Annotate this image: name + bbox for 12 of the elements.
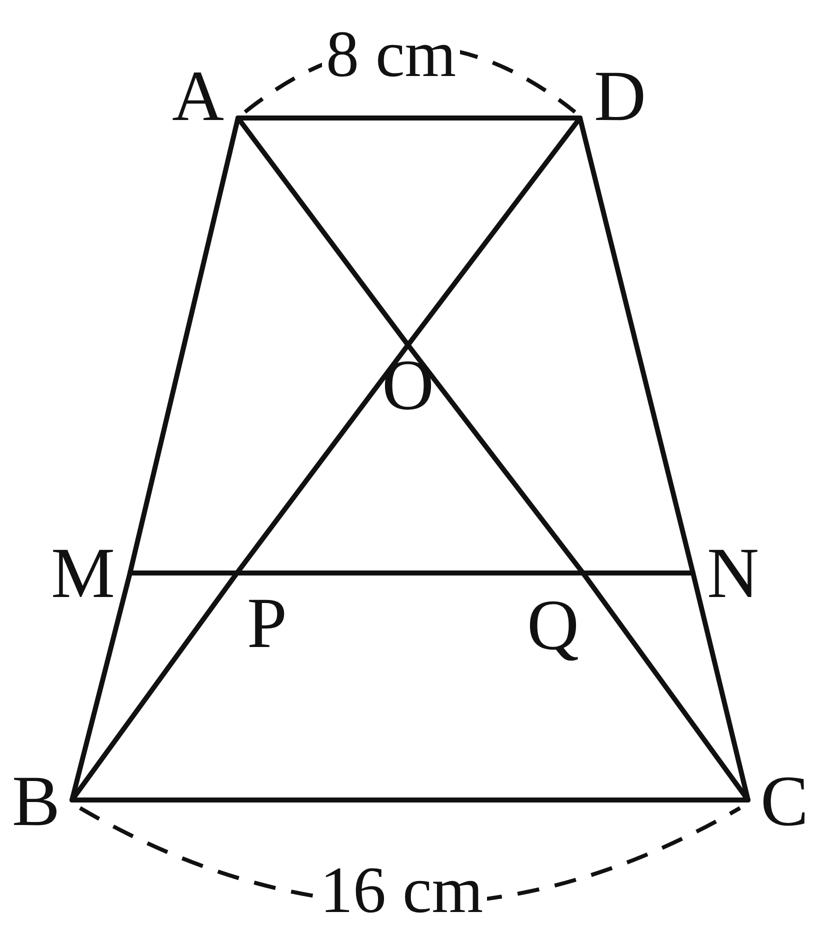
point-label: B xyxy=(0,768,72,834)
line-segment xyxy=(236,116,582,120)
point-label: A xyxy=(158,68,238,124)
line-segment xyxy=(406,116,582,348)
line-segment xyxy=(236,116,410,348)
point-label: M xyxy=(36,540,130,606)
point-label: C xyxy=(748,768,821,834)
point-label: Q xyxy=(523,585,583,665)
point-label: P xyxy=(237,585,297,661)
line-segment xyxy=(70,798,750,802)
point-label: D xyxy=(580,68,660,124)
point-label: N xyxy=(693,540,773,606)
